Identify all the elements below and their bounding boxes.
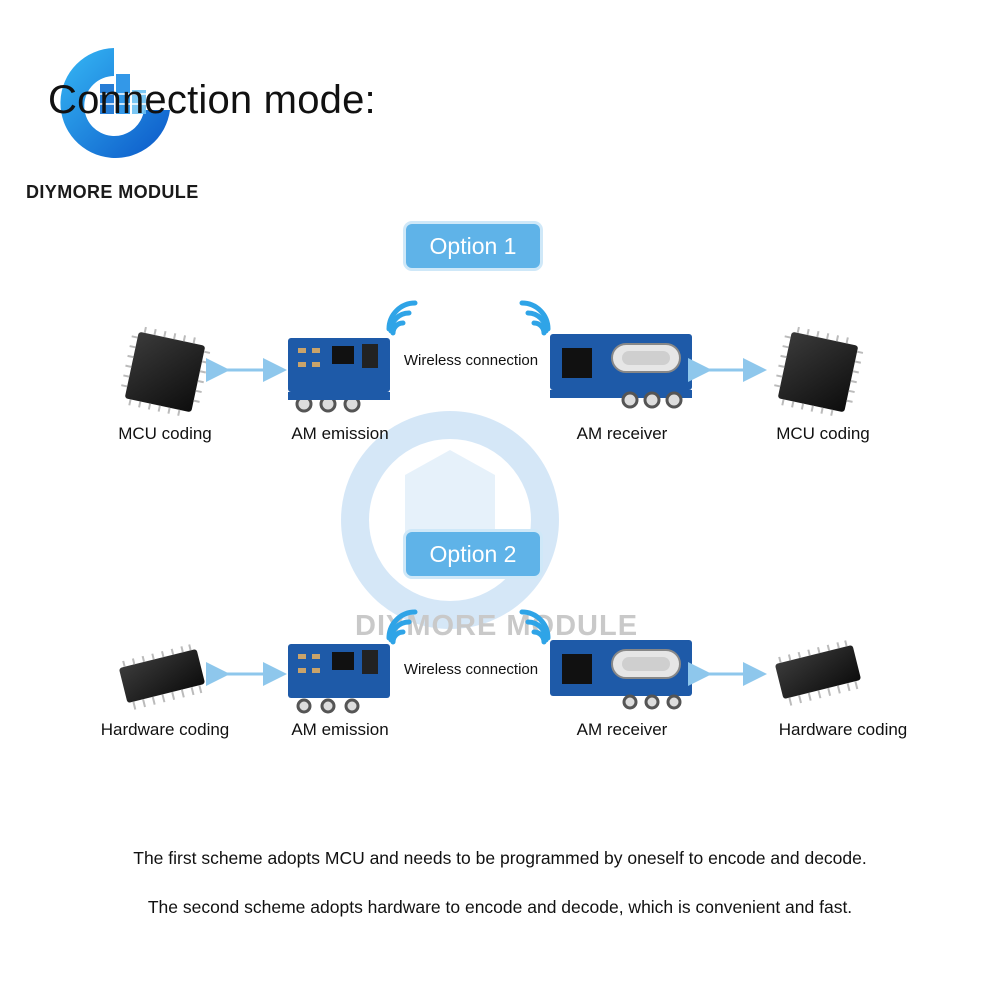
brand-logo-icon (60, 48, 170, 158)
option-2-left-device-label: Hardware coding (100, 720, 230, 739)
mcu-chip-icon (121, 326, 211, 416)
wifi-signal-icon (519, 609, 551, 645)
option-2-wireless-label: Wireless connection (403, 661, 539, 678)
option-1-left-device-label: MCU coding (118, 424, 212, 443)
transmitter-module-icon (288, 338, 390, 413)
wifi-signal-icon (386, 609, 418, 645)
soic-chip-icon (119, 644, 205, 710)
brand-name: DIYMORE MODULE (26, 182, 199, 202)
option-2-right-device-label: Hardware coding (778, 720, 908, 739)
option-1-badge: Option 1 (406, 224, 540, 268)
soic-chip-icon (775, 640, 861, 706)
option-2-transmitter-label: AM emission (291, 720, 389, 739)
option-1-receiver-label: AM receiver (576, 424, 668, 443)
transmitter-module-icon (288, 644, 390, 714)
option-1-right-device-label: MCU coding (776, 424, 870, 443)
option-2-badge: Option 2 (406, 532, 540, 576)
mcu-chip-icon (774, 326, 864, 416)
note-first-scheme: The first scheme adopts MCU and needs to… (133, 848, 867, 868)
page-title: Connection mode: (48, 78, 376, 122)
wifi-signal-icon (519, 300, 551, 336)
note-second-scheme: The second scheme adopts hardware to enc… (147, 897, 853, 917)
receiver-module-icon (550, 640, 692, 710)
option-1-wireless-label: Wireless connection (403, 352, 539, 369)
option-2-receiver-label: AM receiver (576, 720, 668, 739)
wifi-signal-icon (386, 300, 418, 336)
receiver-module-icon (550, 334, 692, 409)
option-1-transmitter-label: AM emission (291, 424, 389, 443)
